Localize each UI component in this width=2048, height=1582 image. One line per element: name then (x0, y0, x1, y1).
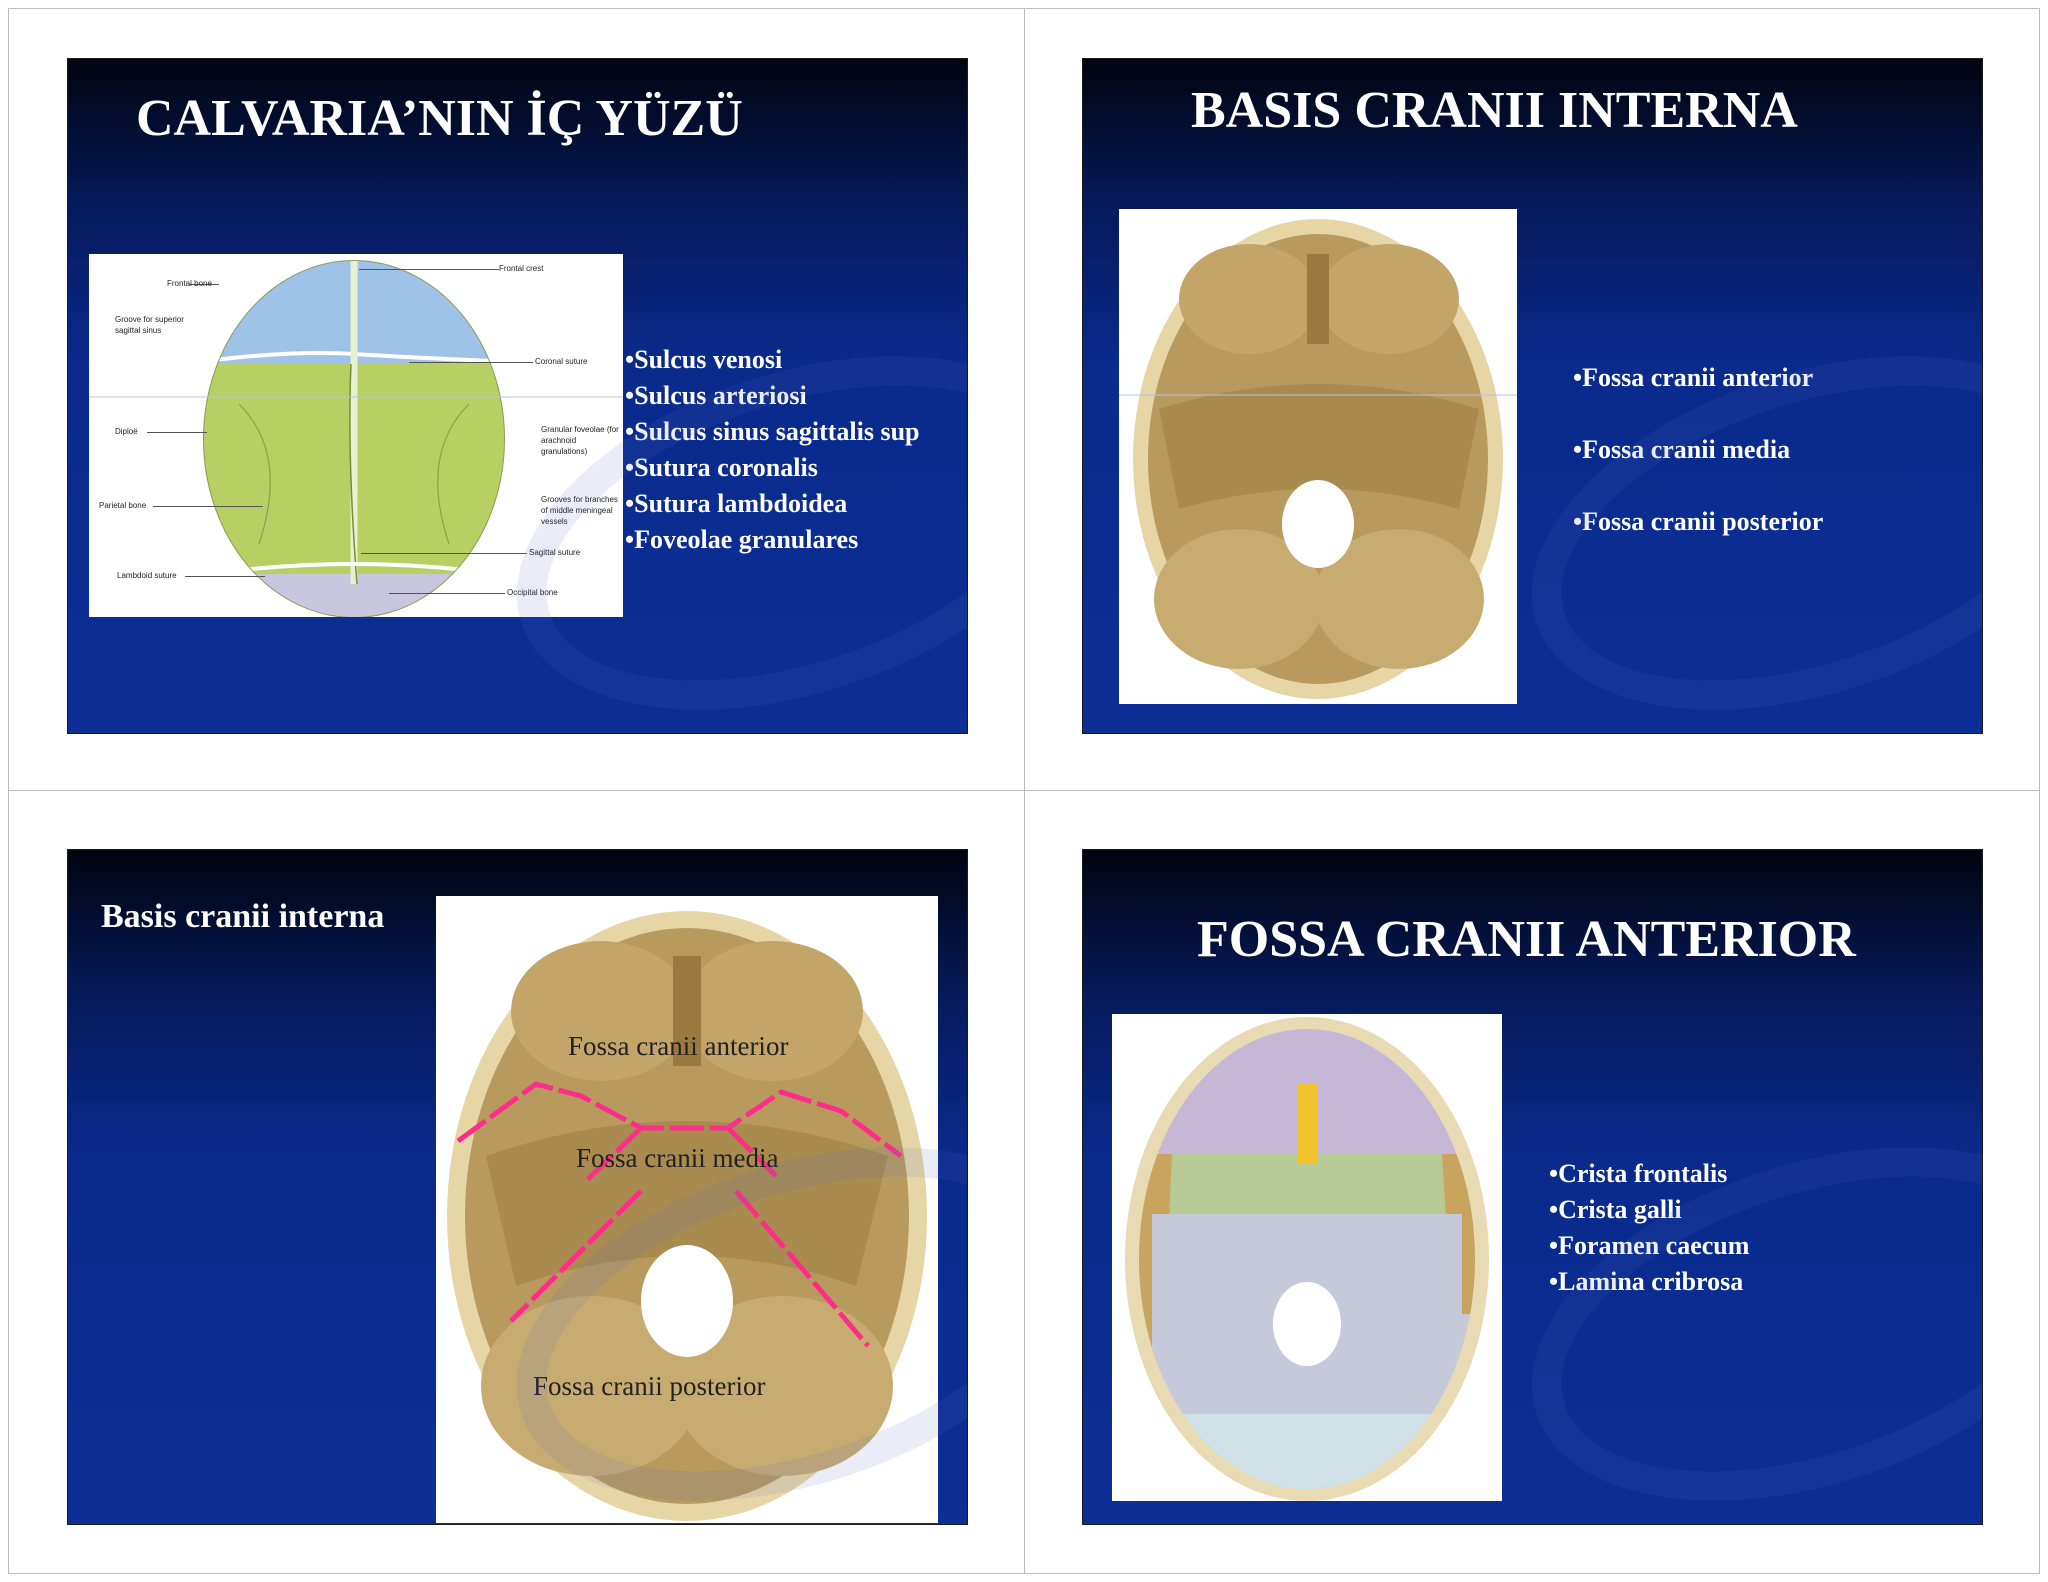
label-sagittal-suture: Sagittal suture (529, 548, 581, 557)
bullet-item: •Sutura coronalis (625, 453, 818, 482)
label-parietal-bone: Parietal bone (99, 501, 147, 510)
slide-title: Basis cranii interna (101, 898, 385, 935)
label-fossa-posterior: Fossa cranii posterior (533, 1371, 766, 1401)
slide-title: BASIS CRANII INTERNA (1191, 82, 1798, 139)
bullet-item: •Crista galli (1549, 1195, 1682, 1224)
skull-base-regions-illustration (447, 911, 927, 1521)
bullet-item: •Fossa cranii posterior (1573, 507, 1824, 536)
label-lambdoid-suture: Lambdoid suture (117, 571, 177, 580)
label-fossa-anterior: Fossa cranii anterior (568, 1031, 789, 1061)
slide-basis-cranii-interna: BASIS CRANII INTERNA •Fossa cranii anter… (1082, 58, 1983, 734)
label-frontal-crest: Frontal crest (499, 264, 544, 273)
bullet-item: •Fossa cranii media (1573, 435, 1791, 464)
bullet-item: •Sulcus sinus sagittalis sup (625, 417, 920, 446)
label-groove-sagittal: Groove for superior sagittal sinus (115, 315, 184, 335)
page-border-right (2039, 8, 2040, 1574)
page-border-left (8, 8, 9, 1574)
slide-fossa-cranii-anterior: FOSSA CRANII ANTERIOR •Crista frontalis … (1082, 849, 1983, 1525)
label-fossa-media: Fossa cranii media (576, 1143, 779, 1173)
bullet-item: •Sutura lambdoidea (625, 489, 848, 518)
label-granular-foveolae: Granular foveolae (for arachnoid granula… (541, 425, 619, 456)
skull-base-illustration (1119, 219, 1517, 699)
label-coronal-suture: Coronal suture (535, 357, 588, 366)
bullet-list: •Crista frontalis •Crista galli •Foramen… (1549, 1156, 1749, 1300)
calvaria-illustration (89, 260, 623, 617)
fossa-anterior-illustration (1125, 1017, 1489, 1501)
label-diploe: Diploë (115, 427, 138, 436)
slide-calvaria: CALVARIA’NIN İÇ YÜZÜ Frontal bone Fr (67, 58, 968, 734)
label-grooves-meningeal: Grooves for branches of middle meningeal… (541, 495, 618, 526)
slide-title: FOSSA CRANII ANTERIOR (1197, 911, 1856, 968)
calvaria-figure: Frontal bone Frontal crest Groove for su… (89, 254, 623, 617)
bullet-item: •Crista frontalis (1549, 1159, 1728, 1188)
slide-basis-cranii-regions: Basis cranii interna Fossa cranii anteri… (67, 849, 968, 1525)
slide-title: CALVARIA’NIN İÇ YÜZÜ (136, 90, 743, 147)
fossa-anterior-figure (1112, 1014, 1502, 1501)
skull-base-figure (1119, 209, 1517, 704)
bullet-item: •Sulcus arteriosi (625, 381, 807, 410)
bullet-item: •Sulcus venosi (625, 345, 783, 374)
bullet-list: •Fossa cranii anterior •Fossa cranii med… (1573, 342, 1823, 558)
label-frontal-bone: Frontal bone (167, 279, 212, 288)
page-divider-vertical (1024, 8, 1025, 1574)
bullet-item: •Foveolae granulares (625, 525, 859, 554)
page-divider-horizontal (8, 790, 2040, 791)
bullet-list: •Sulcus venosi •Sulcus arteriosi •Sulcus… (625, 342, 920, 558)
skull-base-regions-figure: Fossa cranii anterior Fossa cranii media… (436, 896, 938, 1523)
bullet-item: •Fossa cranii anterior (1573, 363, 1814, 392)
bullet-item: •Lamina cribrosa (1549, 1267, 1744, 1296)
label-occipital-bone: Occipital bone (507, 588, 558, 597)
bullet-item: •Foramen caecum (1549, 1231, 1750, 1260)
